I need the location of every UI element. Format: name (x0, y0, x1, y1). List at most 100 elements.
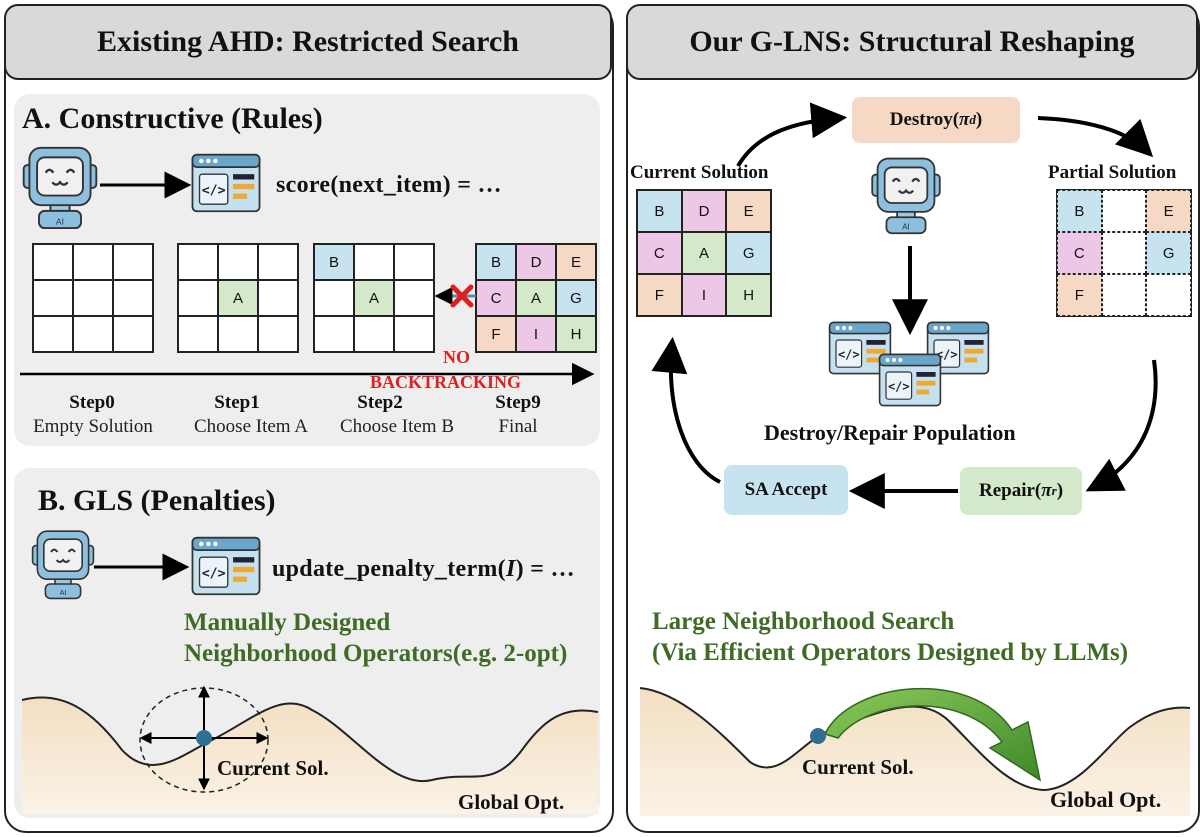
grid-cell: G (1146, 232, 1191, 274)
grid-cell: H (556, 316, 596, 352)
grid-cell: C (1057, 232, 1102, 274)
grid-cell: E (1146, 190, 1191, 232)
destroy-sub: d (969, 112, 976, 127)
grid-cell: H (726, 274, 771, 316)
repair-sub: r (1051, 483, 1057, 498)
current-sol-label-right: Current Sol. (802, 755, 914, 779)
grid-cell: C (637, 232, 682, 274)
grid-cell: B (476, 244, 516, 280)
backtracking-label: BACKTRACKING (370, 372, 522, 392)
current-solution-label: Current Solution (630, 162, 769, 183)
global-opt-label-right: Global Opt. (1050, 787, 1162, 812)
step2-title: Step2 (357, 392, 403, 413)
penalty-arg: I (505, 556, 516, 582)
destroy-prefix: Destroy( (889, 109, 960, 130)
grid-cell (258, 316, 298, 352)
grid-cell: C (476, 280, 516, 316)
grid-cell (73, 316, 113, 352)
repair-suffix: ) (1056, 480, 1064, 501)
step1-title: Step1 (214, 392, 260, 413)
global-opt-label-left: Global Opt. (458, 790, 565, 814)
grid-cell: D (516, 244, 556, 280)
grid-cell (33, 316, 73, 352)
penalty-function-label: update_penalty_term(I) = … (272, 556, 575, 583)
grid-cell: D (681, 190, 727, 232)
penalty-prefix: update_penalty_term( (272, 556, 506, 582)
arrow-robot-to-code-b (94, 553, 190, 581)
fitness-landscape-right (640, 687, 1190, 816)
grid-cell (258, 244, 298, 280)
population-label: Destroy/Repair Population (764, 420, 1016, 445)
destroy-suffix: ) (975, 109, 983, 130)
grid-cell (258, 280, 298, 316)
step1-desc: Choose Item A (194, 416, 308, 437)
grid-step0 (32, 243, 154, 353)
manual-operators-line2: Neighborhood Operators(e.g. 2-opt) (184, 640, 568, 667)
grid-cell: F (637, 274, 682, 316)
grid-cell: G (726, 232, 771, 274)
section-a-title: A. Constructive (Rules) (22, 102, 323, 135)
grid-cell (113, 280, 153, 316)
grid-cell (33, 280, 73, 316)
grid-cell: I (681, 274, 727, 316)
timeline-arrow (20, 362, 595, 386)
blocked-backtrack-arrow (434, 287, 476, 305)
grid-cell: E (726, 190, 771, 232)
no-label: NO (443, 347, 470, 367)
grid-cell (1101, 190, 1147, 232)
robot-icon (20, 144, 100, 230)
step9-desc: Final (498, 416, 538, 437)
robot-icon (30, 528, 96, 600)
grid-cell (218, 316, 258, 352)
grid-cell (314, 316, 354, 352)
grid-cell: B (314, 244, 354, 280)
grid-cell (73, 280, 113, 316)
code-window-icon (190, 153, 262, 213)
grid-cell (1101, 274, 1147, 316)
grid-cell (394, 280, 434, 316)
section-b-title: B. GLS (Penalties) (38, 484, 276, 517)
current-sol-label-left: Current Sol. (217, 756, 329, 780)
step2-desc: Choose Item B (340, 416, 454, 437)
grid-cell (1146, 274, 1191, 316)
right-header: Our G-LNS: Structural Reshaping (626, 4, 1198, 80)
grid-cell (178, 280, 218, 316)
sa-accept-node: SA Accept (724, 465, 848, 515)
grid-cell (178, 244, 218, 280)
grid-cell: I (516, 316, 556, 352)
grid-cell (314, 280, 354, 316)
manual-operators-line1: Manually Designed (184, 609, 391, 636)
partial-solution-label: Partial Solution (1048, 162, 1177, 183)
code-window-icon (878, 352, 942, 408)
grid-cell (33, 244, 73, 280)
grid-cell: A (516, 280, 556, 316)
fitness-landscape-left (22, 685, 598, 814)
arrow-robot-to-code-a (100, 171, 192, 199)
score-function-label: score(next_item) = … (276, 172, 502, 198)
grid-cell (1101, 232, 1147, 274)
grid-step1: A (177, 243, 299, 353)
step9-title: Step9 (495, 392, 541, 413)
grid-cell (178, 316, 218, 352)
grid-cell (354, 316, 394, 352)
grid-cell: A (218, 280, 258, 316)
grid-cell (113, 316, 153, 352)
lns-cycle-arrows (651, 102, 1158, 509)
grid-cell (394, 244, 434, 280)
red-x-icon (450, 284, 474, 308)
grid-cell (354, 244, 394, 280)
destroy-pi: π (959, 109, 970, 130)
repair-pi: π (1041, 480, 1052, 501)
grid-cell: A (681, 232, 727, 274)
grid-cell: A (354, 280, 394, 316)
penalty-suffix: ) = … (515, 556, 575, 582)
step0-title: Step0 (69, 392, 115, 413)
grid-cell (113, 244, 153, 280)
grid-cell: G (556, 280, 596, 316)
code-window-icon (190, 536, 262, 596)
